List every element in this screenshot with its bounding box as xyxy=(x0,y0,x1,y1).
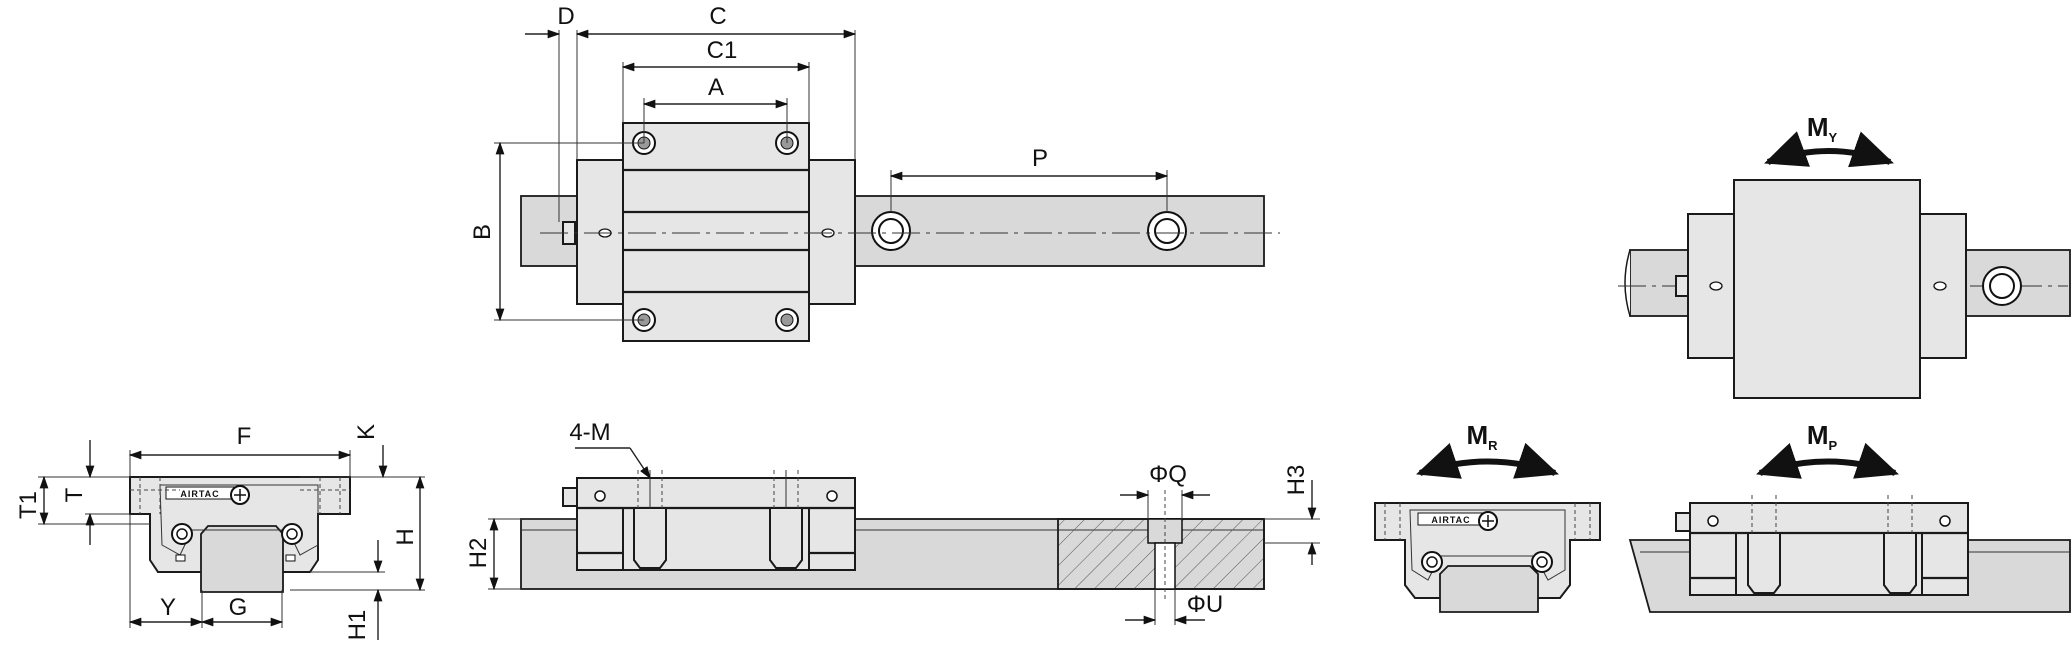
moment-MP-view: MP xyxy=(1628,420,2071,613)
dim-F: F xyxy=(237,423,252,450)
dim-PhiQ: ΦQ xyxy=(1149,461,1187,488)
dim-A: A xyxy=(708,74,724,101)
rail-hole xyxy=(871,211,911,251)
dim-PhiU: ΦU xyxy=(1187,591,1223,618)
dim-B: B xyxy=(469,224,496,240)
dim-P: P xyxy=(1032,145,1048,172)
brand-label: AIRTAC xyxy=(180,489,219,499)
dim-H: H xyxy=(392,528,419,545)
dim-C: C xyxy=(709,3,726,30)
dim-H3: H3 xyxy=(1283,465,1310,496)
moment-MR-view: AIRTAC MR xyxy=(1374,420,1601,613)
brand-label: AIRTAC xyxy=(1431,515,1470,525)
side-view: 4-M H2 H3 ΦQ ΦU xyxy=(465,419,1320,625)
dim-H2: H2 xyxy=(465,538,492,569)
dim-K: K xyxy=(353,424,380,440)
moment-MR-label: MR xyxy=(1466,420,1498,453)
label-4M: 4-M xyxy=(569,419,610,446)
moment-MY-label: MY xyxy=(1807,112,1838,145)
mounting-hole xyxy=(775,308,799,332)
end-view: AIRTAC F K T1 T xyxy=(15,423,425,640)
dim-H1: H1 xyxy=(344,610,371,641)
moment-MP-label: MP xyxy=(1807,420,1838,453)
dim-D: D xyxy=(557,3,574,30)
rail-hole xyxy=(1147,211,1187,251)
dim-G: G xyxy=(229,594,248,621)
dim-Y: Y xyxy=(160,594,176,621)
top-view: D C C1 A P B xyxy=(469,3,1280,342)
rail-MR xyxy=(1439,565,1539,613)
dim-T1: T1 xyxy=(15,491,42,519)
flange-plate xyxy=(622,122,810,342)
dim-T: T xyxy=(61,487,88,502)
dim-C1: C1 xyxy=(707,37,738,64)
moment-MY-view: MY xyxy=(1618,112,2071,399)
